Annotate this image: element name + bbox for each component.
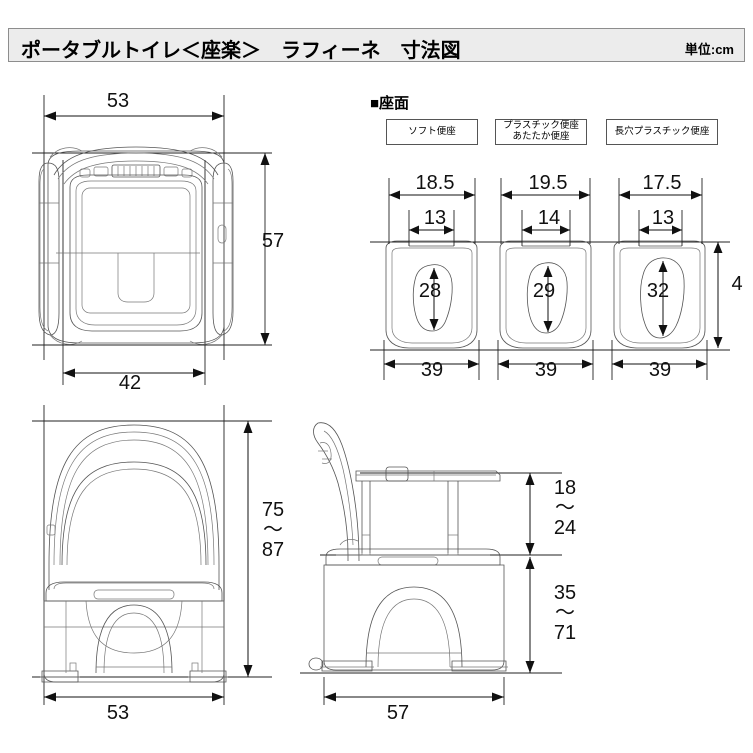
seat-drawing-longhole (611, 178, 708, 380)
top-view-inner-width-dim: 42 (118, 372, 142, 394)
unit-label: 単位:cm (684, 42, 734, 57)
side-view-drawing (300, 422, 562, 705)
front-view-width-dim: 53 (106, 702, 130, 724)
seat-dimension-drawings (370, 178, 730, 380)
title-bar: ポータブルトイレ＜座楽＞ ラフィーネ 寸法図 単位:cm (8, 28, 745, 62)
seat-longhole-width-dim: 39 (648, 359, 672, 381)
seat-drawing-plastic (497, 178, 594, 380)
seat-longhole-hole-width-dim: 13 (651, 207, 675, 229)
seat-type-label-soft-text: ソフト便座 (408, 125, 456, 137)
seat-type-label-plastic-text: プラスチック便座 あたたか便座 (503, 120, 579, 142)
top-view-width-dim: 53 (106, 90, 130, 112)
side-view-depth-dim: 57 (386, 702, 410, 724)
top-view-drawing (32, 95, 272, 385)
side-view-backrest-height-dim: 18 〜 24 (553, 477, 577, 539)
seat-plastic-hole-length-dim: 29 (532, 280, 556, 302)
seat-soft-hole-length-dim: 28 (418, 280, 442, 302)
seat-depth-dim: 4 (731, 273, 743, 295)
seat-type-label-longhole: 長穴プラスチック便座 (606, 119, 718, 145)
seat-longhole-outer-width-dim: 17.5 (642, 172, 682, 194)
seat-soft-outer-width-dim: 18.5 (415, 172, 455, 194)
seat-section-heading: ■座面 (370, 95, 410, 112)
seat-plastic-width-dim: 39 (534, 359, 558, 381)
seat-type-label-plastic: プラスチック便座 あたたか便座 (495, 119, 587, 145)
page-title: ポータブルトイレ＜座楽＞ ラフィーネ 寸法図 (21, 40, 461, 62)
front-view-height-dim: 75 〜 87 (261, 499, 285, 561)
top-view-depth-dim: 57 (261, 230, 285, 252)
seat-soft-hole-width-dim: 13 (423, 207, 447, 229)
seat-drawing-soft (383, 178, 480, 380)
seat-type-label-soft: ソフト便座 (386, 119, 478, 145)
side-view-seat-height-dim: 35 〜 71 (553, 582, 577, 644)
seat-plastic-outer-width-dim: 19.5 (528, 172, 568, 194)
seat-soft-width-dim: 39 (420, 359, 444, 381)
seat-type-label-longhole-text: 長穴プラスチック便座 (614, 125, 710, 137)
seat-plastic-hole-width-dim: 14 (537, 207, 561, 229)
front-view-drawing (32, 405, 272, 705)
seat-longhole-hole-length-dim: 32 (646, 280, 670, 302)
